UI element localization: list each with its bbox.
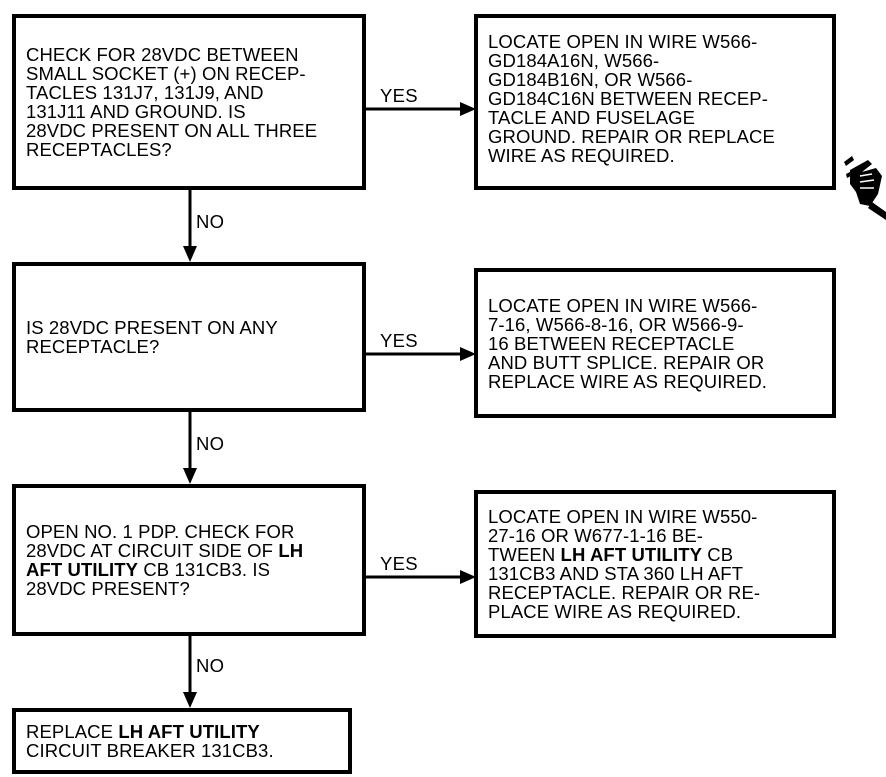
yes-label-3: YES: [380, 553, 418, 574]
decision-box-3: OPEN NO. 1 PDP. CHECK FOR 28VDC AT CIRCU…: [12, 484, 366, 636]
no-label-2: NO: [196, 433, 225, 454]
action-text-2: LOCATE OPEN IN WIRE W566- 7-16, W566-8-1…: [488, 294, 768, 392]
final-action-text: REPLACE LH AFT UTILITY CIRCUIT BREAKER 1…: [26, 721, 274, 761]
question-3-bold-text: LH AFT UTILITY: [26, 540, 304, 580]
final-action-box: REPLACE LH AFT UTILITY CIRCUIT BREAKER 1…: [12, 708, 352, 774]
final-text-a: REPLACE: [26, 721, 119, 742]
decision-question-3: OPEN NO. 1 PDP. CHECK FOR 28VDC AT CIRCU…: [26, 522, 303, 598]
final-bold-text: LH AFT UTILITY: [118, 721, 260, 742]
action-3-text-b: CB 131CB3 AND STA 360 LH AFT RECEPTACLE.…: [488, 544, 761, 622]
action-text-1: LOCATE OPEN IN WIRE W566- GD184A16N, W56…: [488, 31, 775, 166]
action-box-2: LOCATE OPEN IN WIRE W566- 7-16, W566-8-1…: [474, 268, 836, 418]
action-text-3: LOCATE OPEN IN WIRE W550- 27-16 OR W677-…: [488, 507, 760, 621]
action-3-bold-text: LH AFT UTILITY: [560, 544, 703, 565]
decision-question-2: IS 28VDC PRESENT ON ANY RECEPTACLE?: [26, 317, 278, 357]
decision-box-2: IS 28VDC PRESENT ON ANY RECEPTACLE?: [12, 262, 366, 412]
action-box-3: LOCATE OPEN IN WIRE W550- 27-16 OR W677-…: [474, 490, 836, 638]
yes-label-2: YES: [380, 330, 418, 351]
final-text-b: CIRCUIT BREAKER 131CB3.: [26, 740, 274, 761]
no-label-3: NO: [196, 655, 225, 676]
question-3-text-b: CB 131CB3. IS 28VDC PRESENT?: [26, 559, 271, 599]
action-3-text-a: LOCATE OPEN IN WIRE W550- 27-16 OR W677-…: [488, 506, 758, 565]
no-label-1: NO: [196, 211, 225, 232]
decision-question-1: CHECK FOR 28VDC BETWEEN SMALL SOCKET (+)…: [26, 44, 318, 160]
pointing-hand-icon: [844, 156, 886, 220]
yes-label-1: YES: [380, 85, 418, 106]
question-3-text-a: OPEN NO. 1 PDP. CHECK FOR 28VDC AT CIRCU…: [26, 521, 295, 561]
action-box-1: LOCATE OPEN IN WIRE W566- GD184A16N, W56…: [474, 14, 836, 190]
decision-box-1: CHECK FOR 28VDC BETWEEN SMALL SOCKET (+)…: [12, 14, 366, 190]
